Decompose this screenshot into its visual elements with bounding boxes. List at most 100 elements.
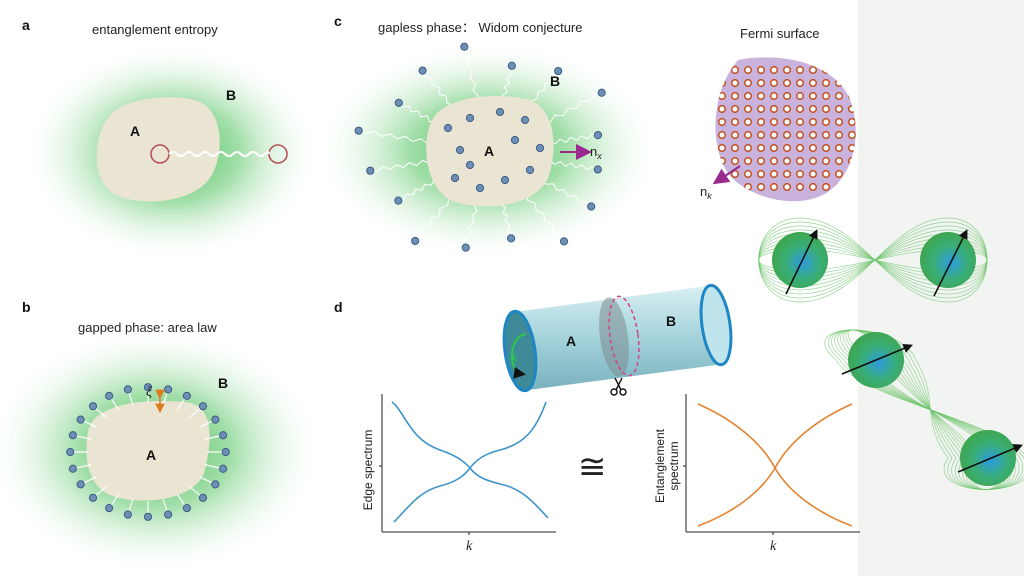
fermi-state (808, 65, 818, 75)
fermi-state (834, 104, 844, 114)
fermi-state (717, 130, 727, 140)
particle (597, 88, 606, 97)
spin-arrow (933, 229, 968, 297)
fermi-state (730, 117, 740, 127)
particle (105, 391, 114, 400)
fermi-state (795, 156, 805, 166)
fermi-state (730, 91, 740, 101)
panel-b: b gapped phase: area law A B ξ (0, 299, 325, 575)
fermi-state (821, 169, 831, 179)
fermi-state (847, 182, 856, 192)
particle (443, 123, 453, 133)
fermi-state (730, 156, 740, 166)
fermi-state (821, 130, 831, 140)
fermi-state (717, 104, 727, 114)
fermi-state (821, 104, 831, 114)
fermi-state (795, 104, 805, 114)
particle (198, 493, 208, 502)
spin-arrow (841, 343, 913, 375)
normal-vector-k (712, 165, 741, 185)
fermi-state (795, 78, 805, 88)
edge-band-2 (393, 401, 547, 523)
normal-k-label: nk (700, 184, 712, 201)
cylinder-left-end (502, 309, 538, 393)
fermi-state (769, 91, 779, 101)
particle (450, 173, 460, 183)
long-range-bond (369, 159, 437, 173)
fermi-state (795, 143, 805, 153)
fermi-state (834, 143, 844, 153)
fermi-state (782, 78, 792, 88)
particle (88, 402, 98, 411)
orbit-line (758, 229, 988, 291)
particle (354, 126, 363, 135)
edge-ylabel: Edge spectrum (361, 430, 375, 511)
cylinder: k A B (502, 283, 733, 396)
particle (500, 175, 510, 185)
fermi-state (743, 182, 753, 192)
fermi-state (769, 130, 779, 140)
particle (211, 415, 220, 424)
particle (221, 447, 230, 457)
particle (593, 131, 603, 140)
fermi-state (821, 78, 831, 88)
fermi-state (834, 78, 844, 88)
fermi-state (756, 78, 766, 88)
edge-spectrum-plot: Edge spectrum k (361, 394, 556, 554)
fermi-state (834, 65, 844, 75)
particle (510, 135, 520, 145)
panel-d-label: d (334, 299, 343, 315)
fermi-state (756, 65, 766, 75)
panel-a: a entanglement entropy A B (22, 17, 322, 262)
fermi-state (743, 104, 753, 114)
particle (460, 42, 469, 51)
fermi-state (795, 117, 805, 127)
fermi-state (743, 78, 753, 88)
fermi-state (769, 182, 779, 192)
particle (506, 234, 516, 243)
region-a-label: A (130, 123, 140, 139)
fermi-state (782, 91, 792, 101)
fermi-state (769, 104, 779, 114)
fermi-state (808, 91, 818, 101)
fermi-state (821, 182, 831, 192)
particle (593, 165, 602, 174)
particle (123, 385, 132, 394)
fermi-state (808, 104, 818, 114)
fermi-state (756, 169, 766, 179)
fermi-state (808, 143, 818, 153)
particle (366, 166, 375, 175)
right-panel-bg (858, 0, 1024, 576)
fermi-state (717, 91, 727, 101)
fermi-state (808, 130, 818, 140)
fermi-state (743, 91, 753, 101)
fermi-state (847, 143, 856, 153)
fermi-state (847, 91, 856, 101)
particle (495, 107, 505, 117)
panel-a-title: entanglement entropy (92, 22, 218, 37)
particle (535, 143, 545, 153)
fermi-state (808, 78, 818, 88)
cylinder-region-b: B (666, 313, 676, 329)
region-b-label: B (550, 73, 560, 89)
panel-b-label: b (22, 299, 31, 315)
fermi-state (782, 65, 792, 75)
fermi-state (730, 169, 740, 179)
entanglement-spectrum-plot: Entanglement spectrum k (653, 394, 860, 554)
cylinder-cut (608, 295, 640, 377)
particle (587, 202, 596, 211)
spin-arrow (785, 229, 818, 295)
particle (411, 236, 420, 246)
entanglement-link (168, 151, 270, 157)
particle (143, 512, 153, 521)
fermi-state (782, 143, 792, 153)
fermi-state (730, 130, 740, 140)
orbit-line (758, 225, 988, 295)
fermi-state (756, 91, 766, 101)
fermi-state (782, 104, 792, 114)
fermi-state (743, 156, 753, 166)
fermi-state (756, 117, 766, 127)
fermi-state (782, 117, 792, 127)
orbit-lines-top (758, 217, 988, 303)
